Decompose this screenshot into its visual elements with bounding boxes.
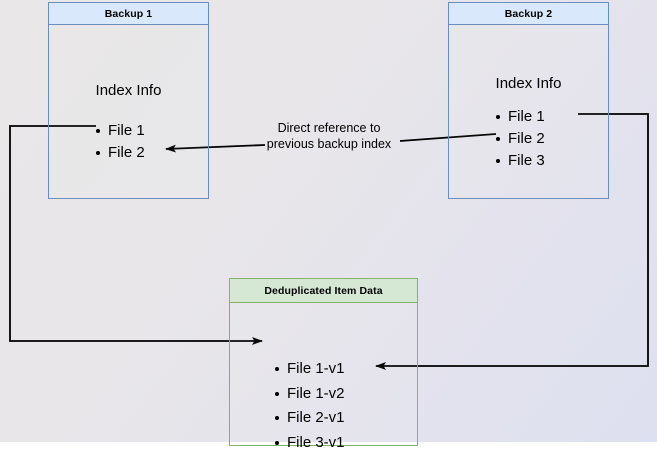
backup-2-body: Index Info File 1 File 2 File 3 (449, 25, 608, 198)
direct-reference-caption: Direct reference to previous backup inde… (249, 121, 409, 152)
list-item: File 3 (495, 150, 545, 172)
backup-1-index-label: Index Info (49, 82, 208, 99)
dedup-body: File 1-v1 File 1-v2 File 2-v1 File 3-v1 (230, 303, 417, 445)
caption-line-1: Direct reference to (249, 121, 409, 137)
caption-line-2: previous backup index (249, 137, 409, 153)
list-item: File 3-v1 (274, 431, 345, 455)
list-item: File 1 (495, 106, 545, 128)
list-item: File 2 (495, 128, 545, 150)
backup-2-file-list: File 1 File 2 File 3 (495, 106, 545, 172)
deduplicated-item-data-box[interactable]: Deduplicated Item Data File 1-v1 File 1-… (229, 278, 418, 446)
list-item: File 1 (95, 120, 145, 142)
backup-2-box[interactable]: Backup 2 Index Info File 1 File 2 File 3 (448, 2, 609, 199)
dedup-file-list: File 1-v1 File 1-v2 File 2-v1 File 3-v1 (274, 357, 345, 455)
backup-1-file-list: File 1 File 2 (95, 120, 145, 164)
backup-2-index-label: Index Info (449, 75, 608, 92)
diagram-canvas: Backup 1 Index Info File 1 File 2 Backup… (0, 0, 657, 442)
list-item: File 2 (95, 142, 145, 164)
backup-1-body: Index Info File 1 File 2 (49, 25, 208, 198)
list-item: File 1-v2 (274, 382, 345, 407)
backup-1-header: Backup 1 (49, 3, 208, 25)
list-item: File 2-v1 (274, 406, 345, 431)
list-item: File 1-v1 (274, 357, 345, 382)
backup-1-box[interactable]: Backup 1 Index Info File 1 File 2 (48, 2, 209, 199)
backup-2-header: Backup 2 (449, 3, 608, 25)
dedup-header: Deduplicated Item Data (230, 279, 417, 303)
